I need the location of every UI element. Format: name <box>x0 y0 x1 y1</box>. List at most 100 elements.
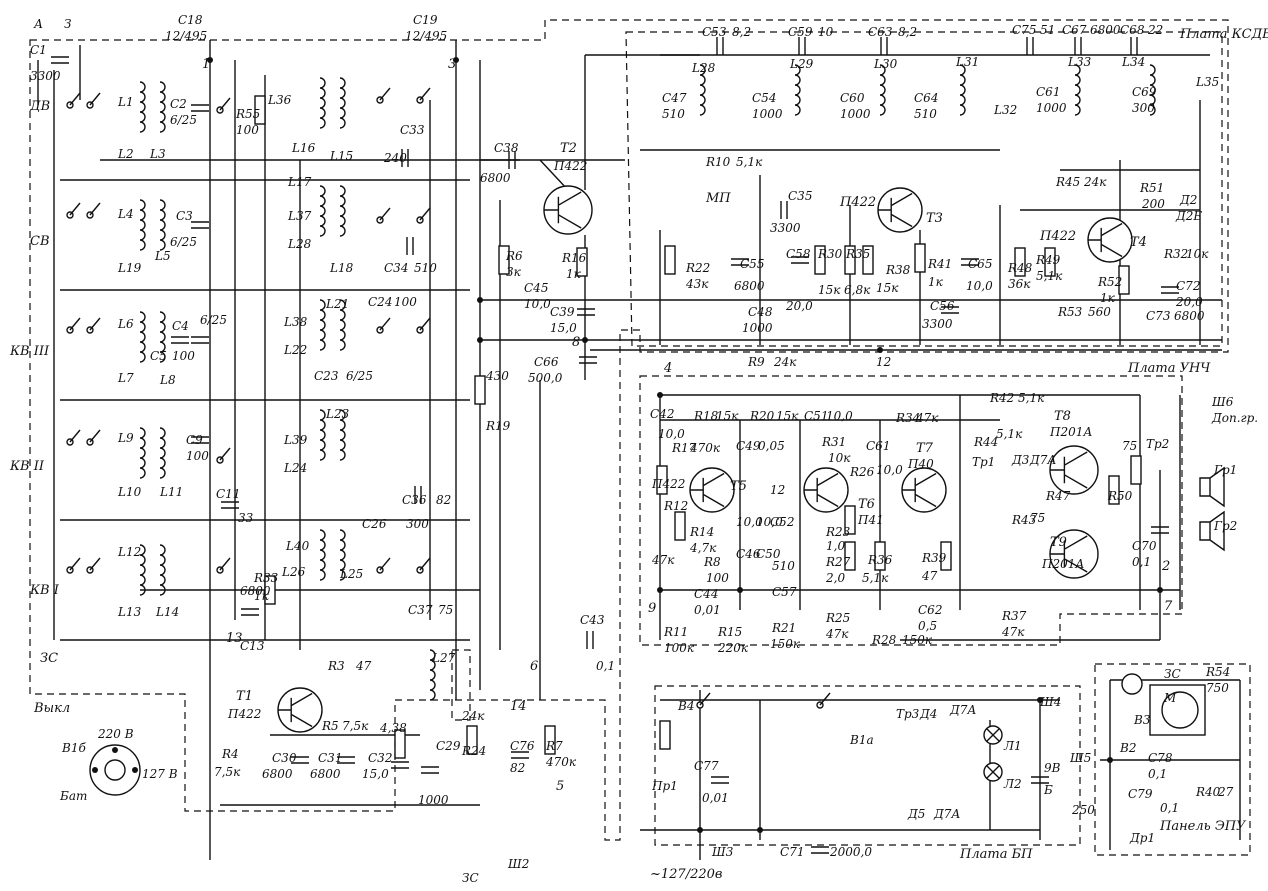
r19-value: 430 <box>486 369 509 383</box>
board-epu-title: Панель ЭПУ <box>1160 819 1246 834</box>
resistor-5 <box>844 245 856 275</box>
c26-value: 300 <box>406 517 429 531</box>
resistor-9 <box>1044 247 1056 277</box>
c38-value: 6800 <box>480 171 511 185</box>
r31-value: 10к <box>828 451 851 465</box>
motor-icon <box>1121 673 1206 736</box>
c77-value: 0,01 <box>702 791 729 805</box>
r39-label: R39 <box>922 551 947 565</box>
r45-value: 24к <box>1084 175 1107 189</box>
l23-label: L23 <box>326 407 350 421</box>
junction-10 <box>757 827 763 833</box>
c31-label: C31 <box>318 751 343 765</box>
node-4-label: 4 <box>664 361 673 376</box>
junction-7 <box>737 587 743 593</box>
resistor-21 <box>1108 475 1120 505</box>
r15-label: R15 <box>718 625 743 639</box>
resistor-10 <box>1118 265 1130 295</box>
coil-4 <box>139 311 146 363</box>
c1-value: 3300 <box>30 69 61 83</box>
c4-label: C4 <box>172 319 189 333</box>
c78-label: C78 <box>1148 751 1173 765</box>
r21-value: 150к <box>770 637 801 651</box>
sh6-label: Ш6 <box>1212 395 1234 409</box>
resistor-13 <box>466 725 478 755</box>
coil-22 <box>794 64 801 116</box>
r3-label: R3 <box>328 659 345 673</box>
t2-type: П422 <box>554 159 588 173</box>
c24-label: C24 <box>368 295 393 309</box>
c33-value: 240 <box>384 151 407 165</box>
l14-label: L14 <box>156 605 180 619</box>
junction-5 <box>657 392 663 398</box>
sh3-label: Ш3 <box>712 845 734 859</box>
transistor-leads-8 <box>1050 535 1088 573</box>
coil-6 <box>139 427 146 479</box>
r33-label: R33 <box>254 571 279 585</box>
r38-label: R38 <box>886 263 911 277</box>
c56-value: 3300 <box>922 317 953 331</box>
resistor-6 <box>862 245 874 275</box>
c70-value: 0,1 <box>1132 555 1152 569</box>
r41-value: 1к <box>928 275 943 289</box>
t2-label: T2 <box>560 141 577 156</box>
l17-label: L17 <box>288 175 312 189</box>
resistor-24 <box>659 720 671 750</box>
r42-value: 5,1к <box>1018 391 1045 405</box>
resistor-8 <box>1014 247 1026 277</box>
r50-value: 75 <box>1122 439 1138 453</box>
coil-10 <box>319 77 326 129</box>
c29-label: C29 <box>436 739 461 753</box>
switch-blade-7 <box>89 429 101 443</box>
c53-label: C53 <box>702 25 727 39</box>
c60-value: 1000 <box>840 107 871 121</box>
coil-21 <box>699 64 706 116</box>
t8-label: T8 <box>1054 409 1071 424</box>
v3-label: В3 <box>1134 713 1151 727</box>
coil-18 <box>319 529 326 581</box>
r51-label: R51 <box>1140 181 1165 195</box>
c52-label: C52 <box>770 515 795 529</box>
r39-value: 47 <box>922 569 938 583</box>
transistor-leads-2 <box>878 192 913 228</box>
switch-blade-21 <box>699 692 711 706</box>
c32-label: C32 <box>368 751 393 765</box>
c44-label: C44 <box>694 587 719 601</box>
c31-value: 6800 <box>310 767 341 781</box>
c75-value: 51 <box>1040 23 1056 37</box>
transistor-leads-4 <box>690 472 725 508</box>
junction-1 <box>453 57 459 63</box>
resistor-11 <box>474 375 486 405</box>
board-epu-outline <box>1094 663 1251 856</box>
r22-label: R22 <box>686 261 711 275</box>
c35-label: C35 <box>788 189 813 203</box>
r12-value: 47к <box>652 553 675 567</box>
c73-label: C73 <box>1146 309 1171 323</box>
resistor-23 <box>264 575 276 605</box>
r55-label: R55 <box>236 107 261 121</box>
c50-label: C50 <box>756 547 781 561</box>
c61-value: 1000 <box>1036 101 1067 115</box>
c64-value: 510 <box>914 107 937 121</box>
resistor-18 <box>844 541 856 571</box>
l39-label: L39 <box>284 433 308 447</box>
c72-label: C72 <box>1176 279 1201 293</box>
pr1-label: Пр1 <box>652 779 678 793</box>
r18-label: R18 <box>694 409 719 423</box>
junction-4 <box>582 337 588 343</box>
c4-value: 6/25 <box>200 313 227 327</box>
switch-blade-13 <box>379 87 391 101</box>
r27-value: 2,0 <box>826 571 846 585</box>
v2-label: В2 <box>1120 741 1137 755</box>
c19-value: 12/495 <box>405 29 448 43</box>
coil-2 <box>139 199 146 251</box>
c67-value: 6800 <box>1090 23 1121 37</box>
tr1-label: Тр1 <box>972 455 996 469</box>
n250-label: 250 <box>1072 803 1095 817</box>
coil-13 <box>339 185 346 237</box>
r5-label: R5 <box>322 719 339 733</box>
l35-label: L35 <box>1196 75 1220 89</box>
switch-blade-2 <box>69 202 81 216</box>
l1-label: L1 <box>118 95 134 109</box>
sh6-value: Доп.гр. <box>1212 411 1259 425</box>
